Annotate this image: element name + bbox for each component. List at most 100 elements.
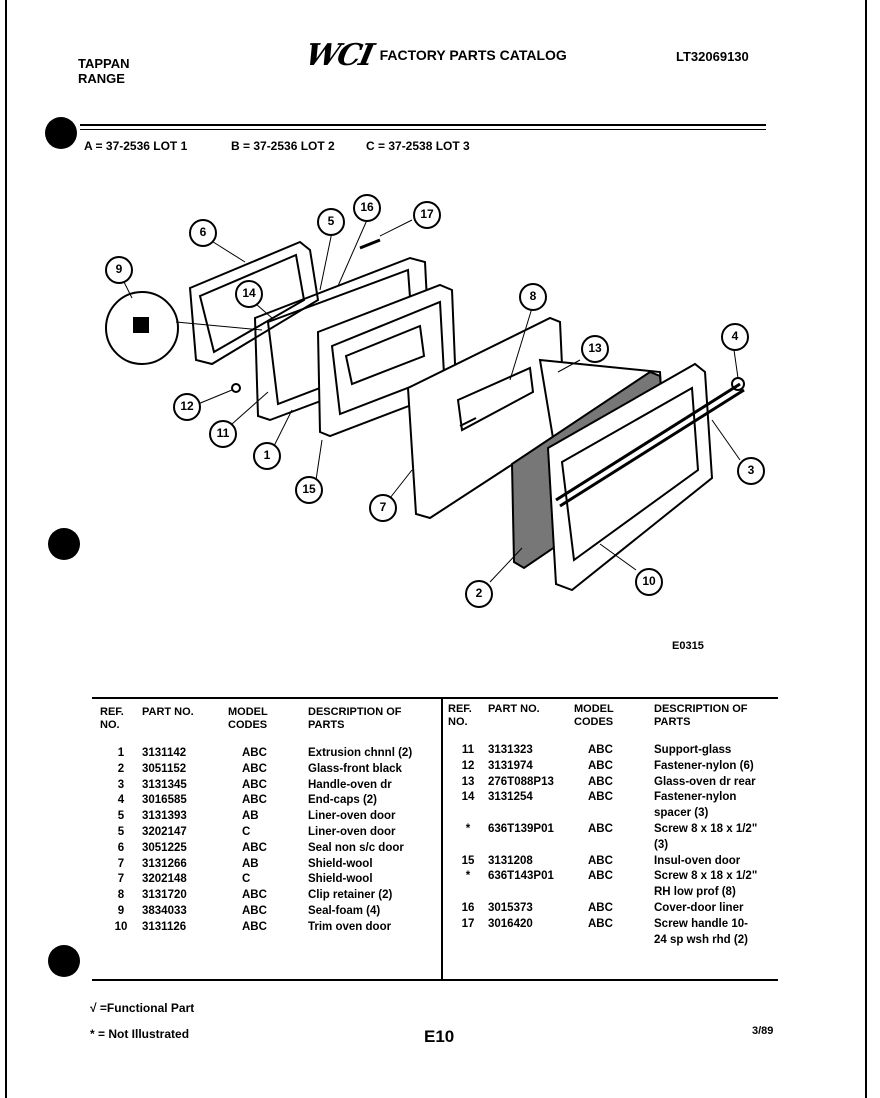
- callout-label: 14: [242, 286, 256, 300]
- codes-cell: ABC: [588, 854, 613, 867]
- ref-cell: [448, 885, 488, 901]
- callout-label: 13: [588, 341, 602, 355]
- callout-7: 7: [368, 493, 398, 528]
- part-cell: [488, 933, 574, 949]
- desc-cell: Screw 8 x 18 x 1/2": [654, 822, 758, 835]
- legend-not-illustrated: * = Not Illustrated: [90, 1027, 190, 1041]
- callout-label: 11: [216, 426, 230, 440]
- table-bottom-rule: [92, 979, 778, 981]
- figure-code: E0315: [672, 640, 704, 652]
- codes-cell: ABC: [242, 747, 267, 759]
- part-cell: 3131323: [488, 744, 533, 756]
- ref-cell: 15: [461, 854, 475, 867]
- desc-cell: Liner-oven door: [308, 810, 396, 823]
- part-cell: 3202147: [142, 825, 187, 838]
- brand-block: TAPPAN RANGE: [78, 56, 130, 86]
- codes-cell: ABC: [242, 889, 267, 902]
- exploded-door-diagram: [105, 219, 745, 592]
- codes-cell: [574, 806, 654, 822]
- callout-label: 5: [327, 214, 335, 228]
- callout-6: 6: [188, 218, 218, 253]
- desc-cell: Screw handle 10-: [654, 917, 748, 930]
- ref-cell: 11: [461, 744, 475, 756]
- table-row: spacer (3): [448, 806, 778, 822]
- desc-cell: Clip retainer (2): [308, 889, 393, 902]
- part-cell: 3131266: [142, 857, 187, 870]
- callout-label: 6: [199, 225, 207, 239]
- desc-cell: Fastener-nylon (6): [654, 759, 754, 772]
- lot-c: C = 37-2538 LOT 3: [366, 139, 470, 153]
- ref-cell: 17: [461, 917, 475, 930]
- model-codes-header: MODEL CODES: [228, 706, 268, 731]
- callout-1: 1: [252, 441, 282, 476]
- desc-cell: Handle-oven dr: [308, 778, 392, 791]
- callout-label: 1: [263, 448, 271, 462]
- desc-cell: Glass-oven dr rear: [654, 775, 756, 788]
- desc-cell: Seal non s/c door: [308, 841, 404, 854]
- table-header: REF. NO. PART NO. MODEL CODES DESCRIPTIO…: [448, 703, 778, 743]
- desc-cell: Support-glass: [654, 744, 732, 756]
- callout-label: 8: [529, 289, 537, 303]
- ref-cell: 4: [117, 794, 125, 807]
- catalog-number: LT32069130: [676, 49, 749, 64]
- part-cell: 3131345: [142, 778, 187, 791]
- desc-cell: Fastener-nylon: [654, 791, 737, 804]
- callout-14: 14: [234, 279, 264, 314]
- callout-16: 16: [352, 193, 382, 228]
- ref-cell: 13: [461, 775, 475, 788]
- codes-cell: ABC: [242, 762, 267, 775]
- part-cell: 3131142: [142, 747, 187, 759]
- desc-cell: (3): [654, 838, 669, 851]
- punch-hole: [48, 528, 80, 560]
- part-cell: 3131208: [488, 854, 533, 867]
- part-cell: 276T088P13: [488, 775, 554, 788]
- callout-label: 16: [360, 200, 374, 214]
- part-cell: [488, 806, 574, 822]
- table-row: (3): [448, 838, 778, 854]
- desc-cell: Extrusion chnnl (2): [308, 747, 413, 759]
- parts-table-right: REF. NO. PART NO. MODEL CODES DESCRIPTIO…: [448, 703, 778, 948]
- callout-5: 5: [316, 207, 346, 242]
- callout-label: 10: [642, 574, 656, 588]
- codes-cell: [574, 885, 654, 901]
- codes-cell: ABC: [588, 744, 613, 756]
- ref-cell: 6: [117, 841, 125, 854]
- ref-cell: 7: [117, 873, 125, 886]
- part-cell: 3131126: [142, 920, 187, 933]
- callout-13: 13: [580, 334, 610, 369]
- callout-label: 3: [747, 463, 755, 477]
- callout-label: 17: [420, 207, 434, 221]
- part-cell: 3051225: [142, 841, 187, 854]
- callout-label: 9: [115, 262, 123, 276]
- codes-cell: ABC: [242, 794, 267, 807]
- part-cell: [488, 838, 574, 854]
- codes-cell: ABC: [588, 917, 613, 930]
- codes-cell: ABC: [242, 778, 267, 791]
- description-header: DESCRIPTION OF PARTS: [654, 703, 748, 728]
- table-row: 11 3131323 ABC Support-glass: [448, 743, 778, 759]
- page-code: E10: [424, 1027, 455, 1046]
- callout-3: 3: [736, 456, 766, 491]
- footer-date: 3/89: [752, 1025, 774, 1037]
- page-border-left: [5, 0, 7, 1098]
- callout-label: 4: [731, 329, 739, 343]
- ref-cell: 3: [117, 778, 125, 791]
- lot-b: B = 37-2536 LOT 2: [231, 139, 335, 153]
- desc-cell: spacer (3): [654, 807, 709, 820]
- description-header: DESCRIPTION OF PARTS: [308, 706, 402, 731]
- callout-8: 8: [518, 282, 548, 317]
- ref-cell: 5: [117, 825, 125, 838]
- page-border-right: [865, 0, 867, 1098]
- desc-cell: Screw 8 x 18 x 1/2": [654, 870, 758, 883]
- codes-cell: ABC: [242, 920, 267, 933]
